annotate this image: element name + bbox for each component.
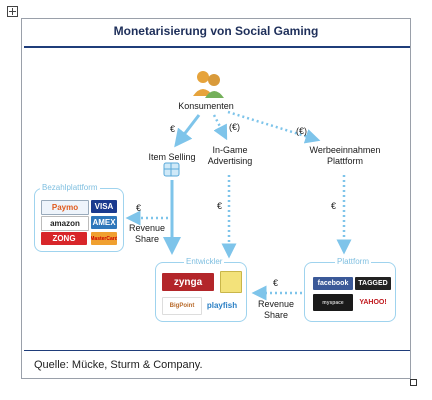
footer-rule (24, 350, 410, 351)
logo-tagged: TAGGED (355, 277, 391, 290)
revenue-share-left: Revenue Share (123, 223, 171, 245)
group-platform: Plattform facebook TAGGED myspace YAHOO! (304, 257, 396, 322)
node-consumers: Konsumenten (178, 101, 234, 111)
move-handle-icon[interactable] (7, 6, 18, 17)
logo-yahoo: YAHOO! (355, 294, 391, 311)
revenue-right-line-2: Share (263, 310, 289, 320)
werbung-line-1: Werbeeinnahmen (309, 145, 381, 155)
resize-handle-icon[interactable] (410, 379, 417, 386)
logo-developer-icon (220, 271, 242, 293)
logo-myspace: myspace (313, 294, 353, 311)
ingame-line-2: Advertising (207, 156, 253, 166)
logo-playfish: playfish (202, 297, 242, 313)
node-ingame-advertising: In-Game Advertising (200, 145, 260, 167)
logo-bigpoint: BigPoint (162, 297, 202, 315)
revenue-left-line-2: Share (134, 234, 160, 244)
euro-werbung: (€) (296, 126, 307, 136)
revenue-right-line-1: Revenue (257, 299, 295, 309)
logo-facebook: facebook (313, 277, 353, 290)
diagram-title: Monetarisierung von Social Gaming (113, 24, 319, 38)
euro-werbung-down: € (331, 201, 337, 211)
euro-right-share: € (273, 278, 279, 288)
revenue-left-line-1: Revenue (128, 223, 166, 233)
logo-zynga: zynga (162, 273, 214, 291)
ingame-line-1: In-Game (212, 145, 248, 155)
revenue-share-right: Revenue Share (252, 299, 300, 321)
logo-visa: VISA (91, 200, 117, 213)
werbung-line-2: Plattform (326, 156, 363, 166)
source-note: Quelle: Mücke, Sturm & Company. (34, 359, 203, 371)
group-payment-title: Bezahlplattform (40, 183, 100, 192)
euro-item: € (170, 124, 176, 134)
logo-amazon: amazon (41, 216, 89, 231)
group-developer: Entwickler zynga BigPoint playfish (155, 257, 247, 322)
title-rule (24, 46, 410, 48)
group-payment-platform: Bezahlplattform Paymo VISA amazon AMEX Z… (34, 183, 124, 252)
logo-amex: AMEX (91, 216, 117, 229)
group-platform-title: Plattform (335, 257, 372, 266)
figure-frame (21, 18, 411, 379)
node-werbeeinnahmen: Werbeeinnahmen Plattform (300, 145, 390, 167)
logo-paymo: Paymo (41, 200, 89, 215)
logo-zong: ZONG (41, 232, 87, 245)
node-item-selling: Item Selling (148, 152, 196, 162)
group-developer-title: Entwickler (184, 257, 225, 266)
euro-ingame-down: € (217, 201, 223, 211)
euro-left-share: € (136, 203, 142, 213)
euro-ingame: (€) (229, 122, 240, 132)
logo-mastercard: MasterCard (91, 232, 117, 245)
